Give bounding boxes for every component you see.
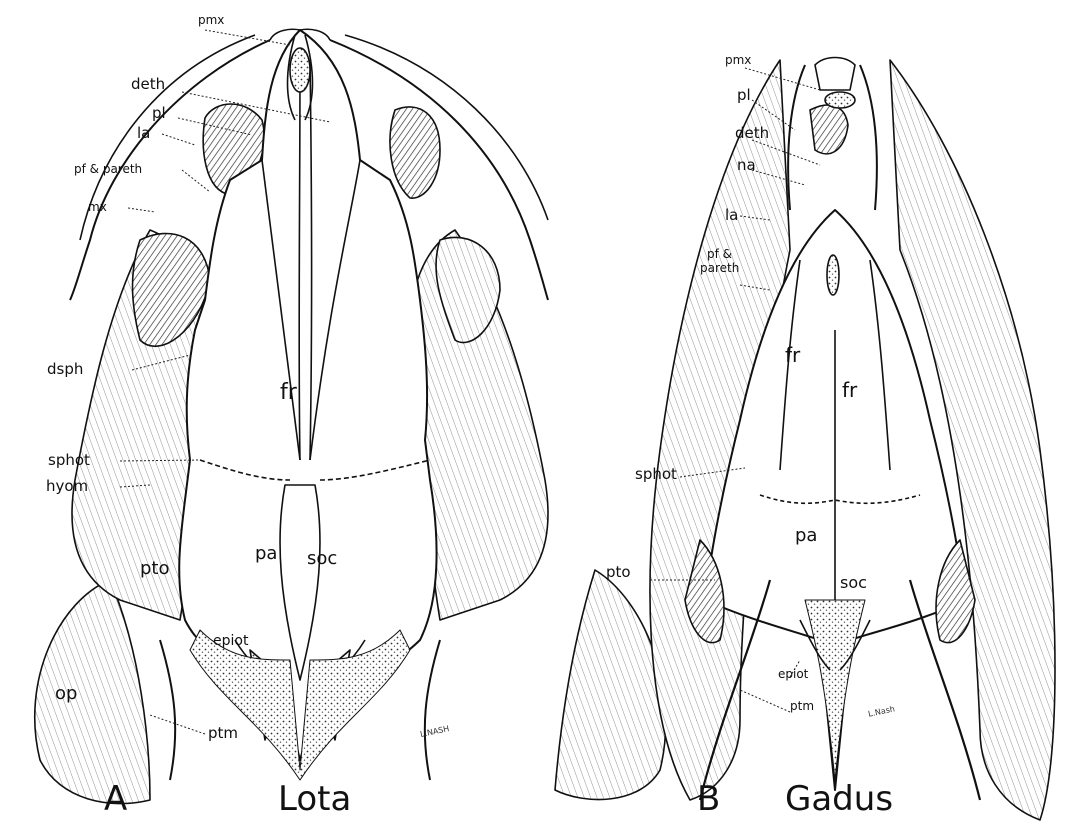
- lota-label-hyom: hyom: [46, 479, 88, 494]
- gadus-panel-letter: B: [697, 782, 720, 816]
- gadus-label-deth: deth: [735, 126, 769, 141]
- lota-label-mx: mx: [88, 201, 107, 213]
- lota-right-opercle: [555, 570, 666, 800]
- lota-label-pf-pareth: pf & pareth: [74, 163, 142, 175]
- lota-panel-letter: A: [104, 782, 127, 816]
- gadus-label-pmx: pmx: [725, 54, 751, 66]
- lota-label-pmx: pmx: [198, 14, 224, 26]
- lota-label-ptm: ptm: [208, 726, 238, 741]
- gadus-label-la: la: [725, 208, 738, 223]
- gadus-caption: Gadus: [785, 782, 893, 816]
- lota-left-ptm: [160, 640, 175, 780]
- gadus-label-fr-mid: fr: [842, 380, 857, 400]
- lota-right-orbit: [390, 107, 440, 198]
- lota-label-epiot: epiot: [213, 634, 248, 648]
- lota-label-pa: pa: [255, 545, 277, 563]
- gadus-label-ptm: ptm: [790, 700, 814, 712]
- gadus-label-pto: pto: [606, 565, 631, 580]
- gadus-label-pf-pareth-2: pareth: [700, 262, 739, 274]
- lota-caption: Lota: [278, 782, 351, 816]
- lota-right-ptm: [425, 640, 440, 780]
- gadus-skull: [650, 58, 1055, 821]
- gadus-label-na: na: [737, 158, 756, 173]
- gadus-label-pf-pareth-1: pf &: [707, 248, 732, 260]
- lota-label-dsph: dsph: [47, 362, 83, 377]
- lota-label-fr: fr: [280, 382, 297, 404]
- gadus-label-soc: soc: [840, 575, 867, 591]
- lota-label-pl: pl: [152, 106, 166, 121]
- gadus-label-epiot: epiot: [778, 668, 808, 680]
- lota-label-deth: deth: [131, 77, 165, 92]
- lota-left-opercle: [35, 580, 150, 804]
- lota-label-soc: soc: [307, 550, 337, 568]
- lota-label-op: op: [55, 685, 77, 703]
- gadus-label-sphot: sphot: [635, 467, 677, 482]
- lota-label-la: la: [137, 126, 150, 141]
- lota-skull: [35, 29, 666, 803]
- gadus-soc: [805, 600, 865, 780]
- gadus-label-pa: pa: [795, 527, 817, 545]
- lota-label-pto: pto: [140, 560, 170, 578]
- gadus-label-pl: pl: [737, 88, 751, 103]
- lota-label-sphot: sphot: [48, 453, 90, 468]
- gadus-label-fr-left: fr: [785, 345, 800, 365]
